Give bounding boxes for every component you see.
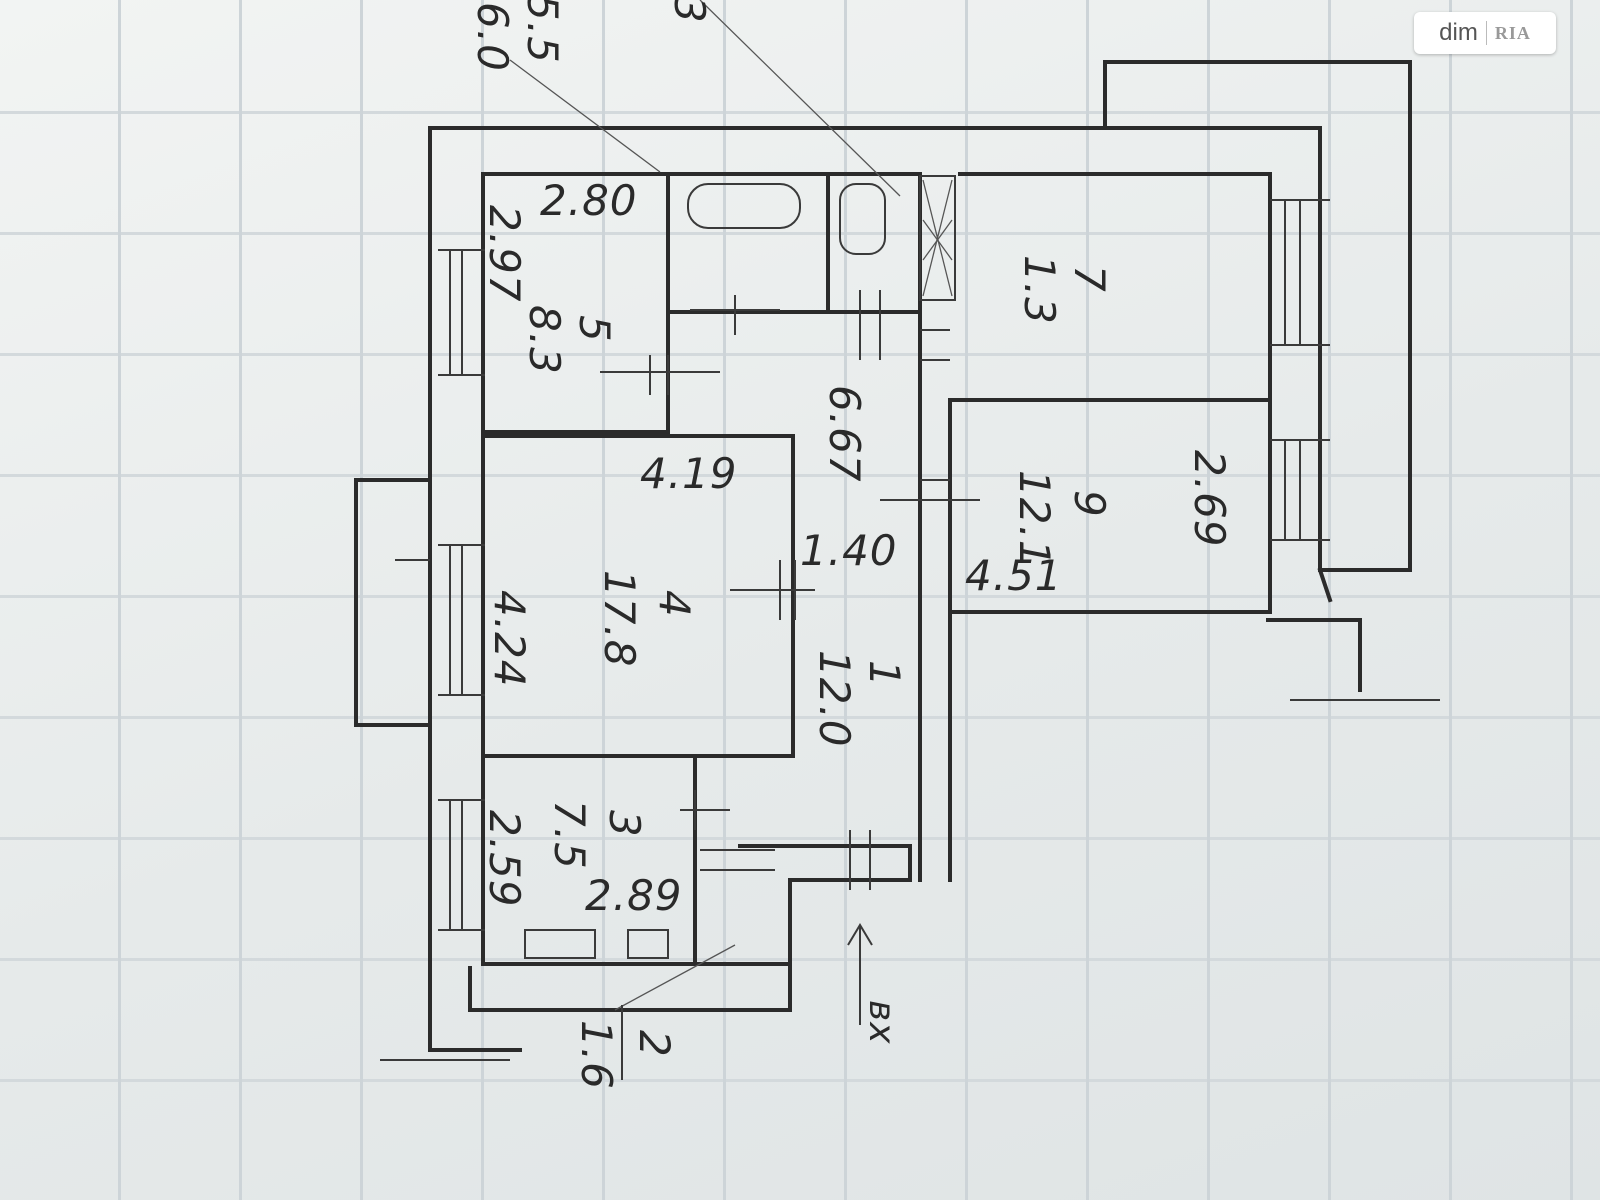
room-2-area: 1.6 — [572, 1020, 621, 1090]
toilet-icon — [839, 183, 886, 255]
room-4-dim-a: 4.19 — [640, 449, 738, 498]
stove-icon — [524, 929, 596, 959]
fixtures — [524, 175, 956, 959]
room-3-dim-a: 2.59 — [480, 810, 529, 908]
watermark-sub: RIA — [1494, 22, 1531, 43]
door-ticks — [395, 290, 980, 890]
outer-walls — [380, 60, 1440, 1061]
room-8-area: 1.3 — [1015, 255, 1064, 325]
room-9-number: 9 — [1065, 490, 1114, 518]
room-4-dim-b: 4.24 — [485, 590, 534, 688]
sink-icon — [627, 929, 669, 959]
watermark-brand: dim — [1439, 19, 1478, 46]
room-2-number: 2 — [630, 1030, 679, 1058]
room-labels: 2.80 2.97 5 8.3 7 1.3 9 12.1 2.69 4.51 6… — [468, 0, 1234, 1090]
windows — [438, 199, 1330, 931]
bathtub-icon — [687, 183, 801, 229]
room-4-area: 17.8 — [595, 570, 644, 668]
entrance-label: вх — [861, 1000, 902, 1045]
room-5-area: 8.3 — [520, 305, 569, 375]
room-9-dim-b: 4.51 — [965, 551, 1063, 600]
room-5-dim-a: 2.80 — [540, 176, 638, 225]
edge-fragment-mid: 5.5 — [518, 0, 567, 64]
entrance-arrow — [847, 923, 873, 1025]
room-1-area: 12.0 — [810, 650, 859, 748]
dimria-watermark: dim RIA — [1414, 12, 1556, 54]
edge-fragment-left: 6.0 — [468, 2, 517, 72]
room-5-number: 5 — [570, 315, 619, 343]
room-9-dim-a: 2.69 — [1185, 450, 1234, 548]
room-1-number: 1 — [860, 660, 909, 688]
room-5-dim-b: 2.97 — [480, 205, 529, 303]
room-9-area: 12.1 — [1010, 470, 1059, 568]
room-3-area: 7.5 — [545, 800, 594, 870]
room-1-dim-a: 6.67 — [820, 385, 869, 483]
leader-lines — [509, 0, 901, 1080]
watermark-separator — [1485, 21, 1487, 45]
room-1-dim-b: 1.40 — [800, 526, 898, 575]
room-3-dim-b: 2.89 — [585, 871, 683, 920]
ventilation-shaft-icon — [919, 175, 956, 301]
edge-fragment-right: 3 — [665, 0, 714, 24]
room-3-number: 3 — [600, 810, 649, 838]
room-8-number: 7 — [1065, 265, 1114, 293]
room-4-number: 4 — [650, 590, 699, 618]
